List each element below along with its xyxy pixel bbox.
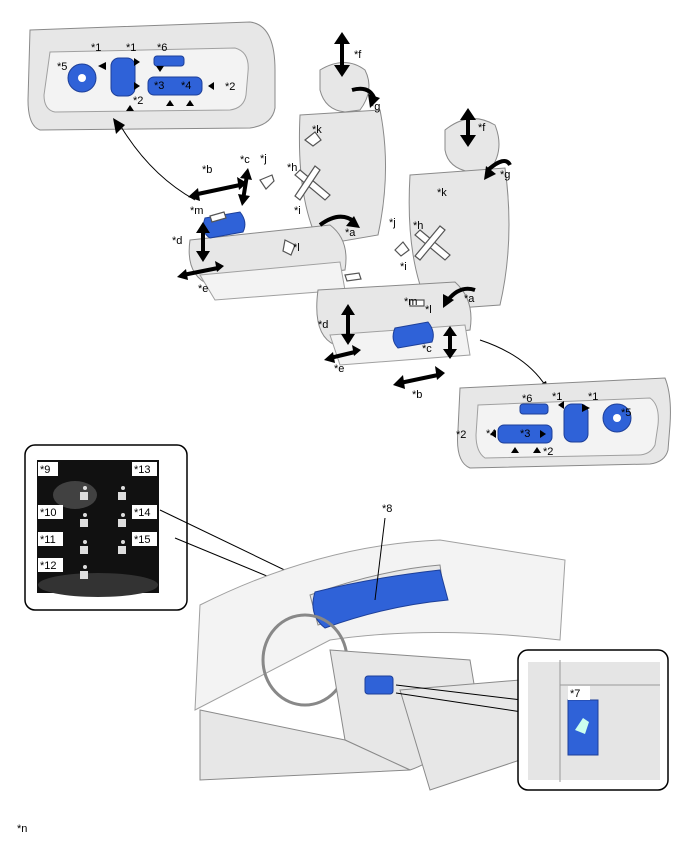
label-n10: *10 — [40, 507, 57, 519]
label-i-b: *i — [400, 261, 407, 273]
label-n6-b: *6 — [522, 393, 532, 405]
multi-info-display — [312, 569, 449, 629]
label-n3-a: *3 — [154, 80, 164, 92]
label-k-a: *k — [312, 124, 322, 136]
label-l-b: *l — [425, 304, 432, 316]
label-a-a: *a — [345, 227, 356, 239]
right-switch-panel — [457, 377, 671, 469]
label-n14: *14 — [134, 507, 151, 519]
seat-switch-left — [147, 76, 203, 96]
right-seat — [316, 118, 510, 366]
memory-switch-left — [153, 55, 185, 67]
label-n1-d: *1 — [588, 391, 598, 403]
dashboard — [194, 539, 566, 791]
label-m-b: *m — [404, 296, 417, 308]
label-n6-a: *6 — [157, 42, 167, 54]
label-n9: *9 — [40, 464, 50, 476]
right-seat-arrows — [324, 108, 512, 389]
display-inset — [24, 444, 188, 611]
labels: *1 *1 *6 *5 *3 *4 *2 *2 *f *g *k *c *j *… — [17, 42, 631, 835]
left-seat — [188, 62, 386, 301]
label-b-b: *b — [412, 389, 422, 401]
console-inset — [517, 649, 669, 791]
label-f-a: *f — [354, 49, 362, 61]
label-j-a: *j — [260, 153, 267, 165]
label-k-b: *k — [437, 187, 447, 199]
label-n15: *15 — [134, 534, 151, 546]
label-n5-b: *5 — [621, 407, 631, 419]
seatback-switch-left — [110, 57, 136, 97]
label-b-a: *b — [202, 164, 212, 176]
label-d-b: *d — [318, 319, 328, 331]
label-a-b: *a — [464, 293, 475, 305]
label-m-a: *m — [190, 205, 203, 217]
label-n11: *11 — [40, 534, 56, 546]
label-n1-c: *1 — [552, 391, 562, 403]
label-i-a: *i — [294, 205, 301, 217]
side-switch-right — [392, 321, 434, 349]
label-n2-b: *2 — [133, 95, 143, 107]
left-switch-panel — [27, 21, 276, 131]
label-n7: *7 — [570, 688, 580, 700]
label-n12: *12 — [40, 560, 57, 572]
label-f-b: *f — [478, 122, 486, 134]
label-n2-c: *2 — [456, 429, 466, 441]
label-n2-a: *2 — [225, 81, 235, 93]
footnote: *n — [17, 823, 27, 835]
seatback-switch-right — [563, 403, 589, 443]
label-n1-b: *1 — [126, 42, 136, 54]
label-n2-d: *2 — [543, 446, 553, 458]
label-n1-a: *1 — [91, 42, 101, 54]
label-e-a: *e — [198, 283, 208, 295]
label-n8: *8 — [382, 503, 392, 515]
label-h-a: *h — [287, 162, 297, 174]
console-switch — [364, 675, 394, 695]
label-c-b: *c — [422, 343, 432, 355]
seat-switch-right — [497, 424, 553, 444]
label-n4-b: *4 — [486, 428, 496, 440]
memory-switch-right — [519, 403, 549, 415]
label-n13: *13 — [134, 464, 151, 476]
label-g-a: *g — [370, 101, 380, 113]
label-n5-a: *5 — [57, 61, 67, 73]
label-n4-a: *4 — [181, 80, 191, 92]
label-g-b: *g — [500, 169, 510, 181]
label-h-b: *h — [413, 220, 423, 232]
label-j-b: *j — [389, 217, 396, 229]
label-d-a: *d — [172, 235, 182, 247]
left-seat-arrows — [177, 32, 380, 280]
label-c-a: *c — [240, 154, 250, 166]
label-e-b: *e — [334, 363, 344, 375]
label-l-a: *l — [293, 242, 300, 254]
label-n3-b: *3 — [520, 428, 530, 440]
